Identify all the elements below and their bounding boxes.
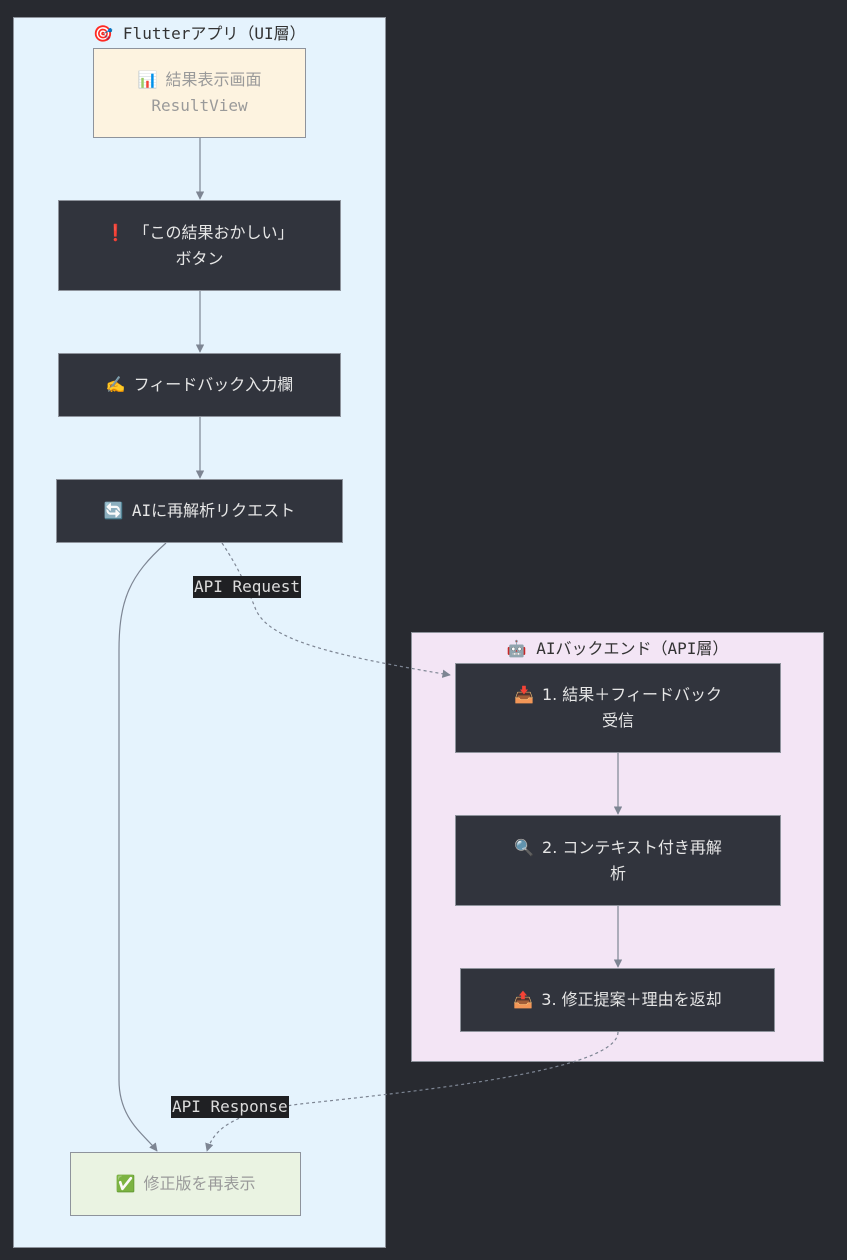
writing-hand-icon: ✍️ xyxy=(105,375,126,394)
magnifier-icon: 🔍 xyxy=(514,837,535,857)
context-reanalysis-subtext: 析 xyxy=(609,863,626,883)
check-icon: ✅ xyxy=(115,1174,136,1193)
receive-subtext: 受信 xyxy=(601,711,634,730)
api-response-label: API Response xyxy=(171,1096,289,1118)
result-view-title: 結果表示画面 xyxy=(165,70,262,89)
context-reanalysis-text: 2. コンテキスト付き再解 xyxy=(542,837,722,857)
bar-chart-icon: 📊 xyxy=(137,70,158,89)
return-fix-node[interactable]: 📤 3. 修正提案＋理由を返却 xyxy=(460,968,775,1032)
return-fix-text: 3. 修正提案＋理由を返却 xyxy=(541,990,722,1009)
edge-request-to-backend xyxy=(221,542,451,678)
refresh-icon: 🔄 xyxy=(103,501,124,520)
backend-cluster-label: AIバックエンド（API層） xyxy=(536,639,729,658)
inbox-icon: 📥 xyxy=(514,685,534,704)
target-icon: 🎯 xyxy=(93,24,114,43)
edge-return-to-redisplay xyxy=(205,1031,619,1152)
result-view-class: ResultView xyxy=(151,96,248,115)
result-view-node[interactable]: 📊 結果表示画面 ResultView xyxy=(93,48,306,138)
flutter-cluster-title: 🎯 Flutterアプリ（UI層） xyxy=(14,20,385,44)
odd-result-button-node[interactable]: ❗ 「この結果おかしい」 ボタン xyxy=(58,200,341,291)
context-reanalysis-node[interactable]: 🔍 2. コンテキスト付き再解 析 xyxy=(455,815,781,906)
api-request-label: API Request xyxy=(193,576,301,598)
backend-cluster-title: 🤖 AIバックエンド（API層） xyxy=(412,635,823,659)
redisplay-text: 修正版を再表示 xyxy=(143,1174,256,1193)
redisplay-node[interactable]: ✅ 修正版を再表示 xyxy=(70,1152,301,1216)
receive-text: 1. 結果＋フィードバック xyxy=(541,685,722,704)
flutter-cluster-label: Flutterアプリ（UI層） xyxy=(122,24,306,43)
reanalysis-request-text: AIに再解析リクエスト xyxy=(131,501,296,520)
feedback-input-node[interactable]: ✍️ フィードバック入力欄 xyxy=(58,353,341,417)
reanalysis-request-node[interactable]: 🔄 AIに再解析リクエスト xyxy=(56,479,343,543)
outbox-icon: 📤 xyxy=(513,990,534,1009)
odd-result-button-subtext: ボタン xyxy=(175,248,224,268)
exclamation-icon: ❗ xyxy=(105,222,126,242)
edge-request-to-redisplay xyxy=(118,542,167,1152)
odd-result-button-text: 「この結果おかしい」 xyxy=(133,222,294,242)
feedback-input-text: フィードバック入力欄 xyxy=(133,375,294,394)
receive-node[interactable]: 📥 1. 結果＋フィードバック 受信 xyxy=(455,663,781,753)
robot-icon: 🤖 xyxy=(506,639,527,658)
